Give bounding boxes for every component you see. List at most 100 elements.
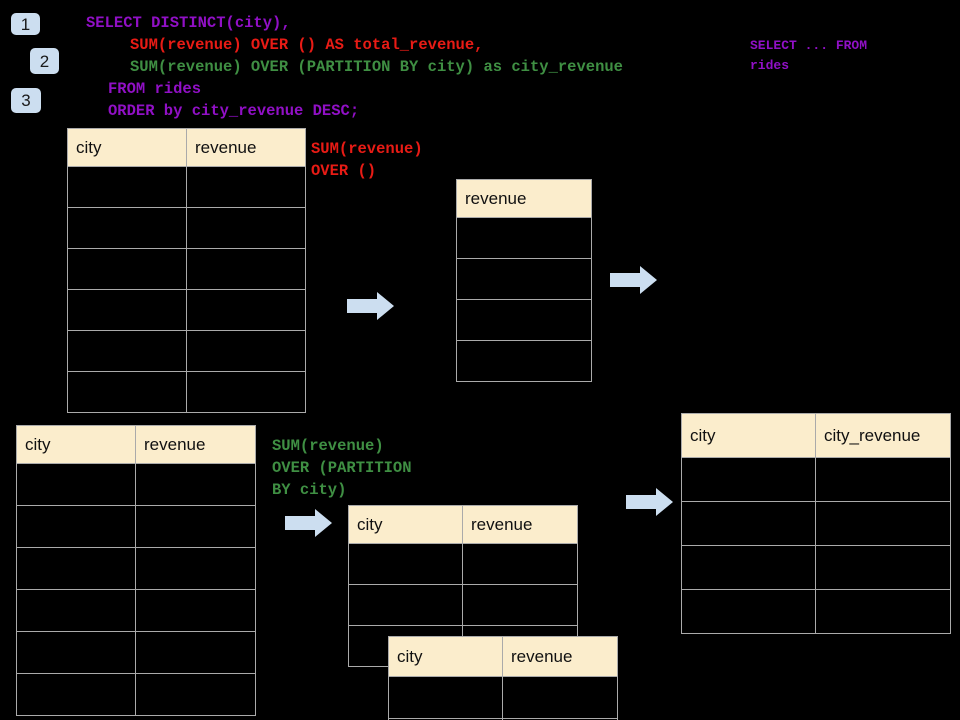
table-cell-city (681, 501, 816, 546)
table-row (67, 371, 306, 413)
annotation-select-from: SELECT ... FROM rides (750, 38, 868, 73)
sql-line-order-by: ORDER by city_revenue DESC; (108, 102, 360, 120)
table-cell-revenue (502, 718, 618, 720)
table-row (67, 248, 306, 290)
step-badge-3-label: 3 (21, 91, 31, 110)
table-row (456, 217, 592, 259)
partition-group-back-table: city revenue (388, 636, 618, 720)
total-revenue-table: revenue (456, 179, 592, 382)
table-row (67, 330, 306, 372)
arrow-source-to-total (347, 292, 394, 320)
arrow-total-to-final (610, 266, 657, 294)
table-row (16, 589, 256, 632)
final-result-table: city city_revenue (681, 413, 951, 634)
table-cell-revenue (462, 584, 578, 626)
table-cell-city (67, 166, 187, 208)
table-header-row: city revenue (67, 128, 306, 167)
table-row (16, 505, 256, 548)
table-cell-revenue (462, 543, 578, 585)
table-row (16, 673, 256, 716)
table-row (456, 340, 592, 382)
table-cell-city (16, 463, 136, 506)
table-cell-city-revenue (815, 501, 951, 546)
column-header-revenue: revenue (186, 128, 306, 167)
table-row (67, 207, 306, 249)
table-cell-city (681, 589, 816, 634)
column-header-city: city (67, 128, 187, 167)
arrow-source-to-partition (285, 509, 332, 537)
table-row (681, 545, 951, 590)
table-cell-city-revenue (815, 545, 951, 590)
table-cell-revenue (186, 330, 306, 372)
table-row (681, 589, 951, 634)
column-header-city-revenue: city_revenue (815, 413, 951, 458)
column-header-city: city (348, 505, 463, 544)
table-cell-revenue (186, 207, 306, 249)
table-cell-revenue (186, 166, 306, 208)
table-cell-revenue (456, 340, 592, 382)
table-cell-revenue (135, 673, 256, 716)
table-cell-city (16, 547, 136, 590)
rides-source-bottom-table: city revenue (16, 425, 256, 716)
table-row (67, 166, 306, 208)
table-cell-city (67, 248, 187, 290)
table-header-row: city revenue (16, 425, 256, 464)
table-header-row: city revenue (348, 505, 578, 544)
table-cell-city (388, 676, 503, 719)
rides-source-top-table: city revenue (67, 128, 306, 413)
table-row (348, 584, 578, 626)
table-header-row: city city_revenue (681, 413, 951, 458)
column-header-city: city (681, 413, 816, 458)
table-row (456, 299, 592, 341)
table-row (388, 676, 618, 719)
table-cell-revenue (135, 463, 256, 506)
table-row (388, 718, 618, 720)
column-header-revenue: revenue (502, 636, 618, 677)
sql-line-total-revenue: SUM(revenue) OVER () AS total_revenue, (130, 36, 484, 54)
sql-line-select: SELECT DISTINCT(city), (86, 14, 291, 32)
table-row (456, 258, 592, 300)
table-cell-city (16, 505, 136, 548)
column-header-revenue: revenue (456, 179, 592, 218)
table-header-row: city revenue (388, 636, 618, 677)
table-cell-revenue (186, 371, 306, 413)
column-header-revenue: revenue (462, 505, 578, 544)
column-header-city: city (16, 425, 136, 464)
step-badge-1: 1 (11, 13, 40, 35)
table-cell-city (67, 289, 187, 331)
table-cell-revenue (135, 589, 256, 632)
step-badge-2-label: 2 (39, 51, 50, 71)
table-cell-city (16, 631, 136, 674)
column-header-city: city (388, 636, 503, 677)
step-badge-3: 3 (11, 88, 41, 113)
table-cell-city (681, 545, 816, 590)
table-cell-revenue (502, 676, 618, 719)
arrow-partition-to-final (626, 488, 673, 516)
table-row (16, 463, 256, 506)
step-badge-2: 2 (30, 48, 59, 74)
table-row (348, 543, 578, 585)
column-header-revenue: revenue (135, 425, 256, 464)
table-cell-revenue (456, 258, 592, 300)
table-cell-city-revenue (815, 589, 951, 634)
table-cell-revenue (186, 248, 306, 290)
table-cell-revenue (456, 217, 592, 259)
table-cell-revenue (135, 631, 256, 674)
table-row (681, 457, 951, 502)
table-cell-city-revenue (815, 457, 951, 502)
table-cell-revenue (456, 299, 592, 341)
sql-line-from: FROM rides (108, 80, 202, 98)
table-cell-city (67, 330, 187, 372)
sql-line-city-revenue: SUM(revenue) OVER (PARTITION BY city) as… (130, 58, 623, 76)
table-cell-revenue (186, 289, 306, 331)
step-badge-1-label: 1 (20, 14, 31, 34)
table-cell-city (16, 673, 136, 716)
table-cell-revenue (135, 547, 256, 590)
table-cell-city (16, 589, 136, 632)
table-cell-city (348, 584, 463, 626)
table-row (16, 631, 256, 674)
table-cell-city (67, 207, 187, 249)
table-cell-revenue (135, 505, 256, 548)
table-row (16, 547, 256, 590)
